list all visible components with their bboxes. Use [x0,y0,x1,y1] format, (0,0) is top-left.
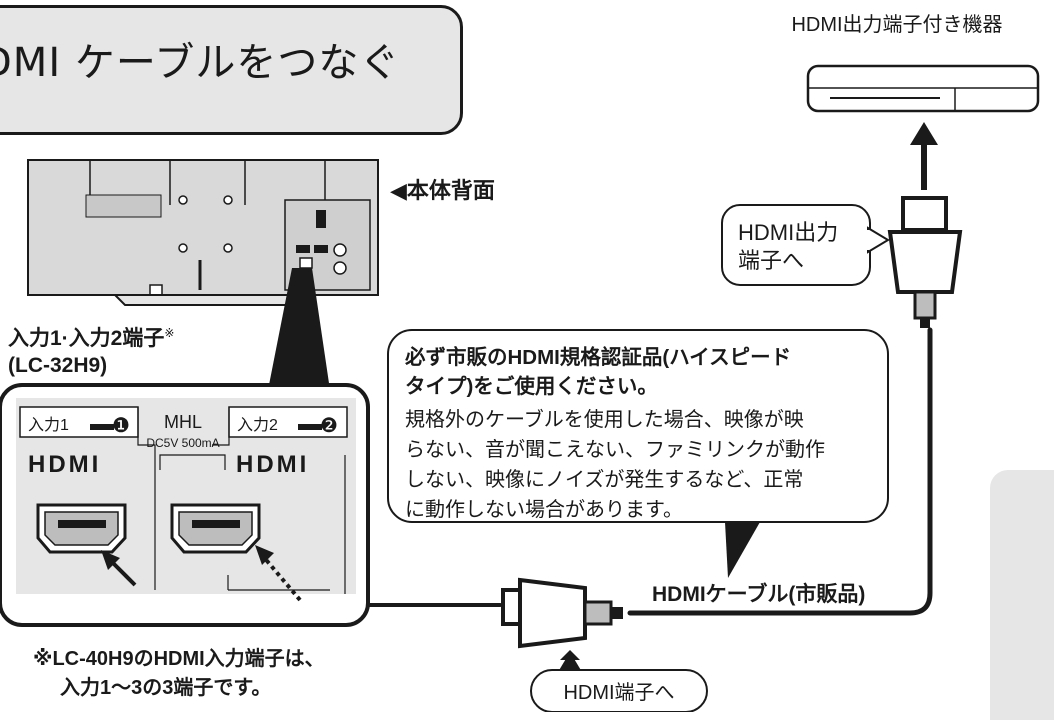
note-body-line3: しない、映像にノイズが発生するなど、正常 [405,468,803,491]
tv-back-label: ◀本体背面 [390,178,495,203]
hdmi-plug-top [887,196,963,328]
input-terminal-model: (LC-32H9) [8,354,107,377]
side-tab [990,470,1054,720]
hdmi-out-callout-line1: HDMI出力 [738,220,838,245]
hdmi-logo-2: HDMI [236,451,309,478]
mhl-spec: DC5V 500mA [146,436,219,450]
footnote-line2: 入力1～3の3端子です。 [60,676,271,699]
hdmi-port-1 [36,503,127,554]
input-terminal-label: 入力1·入力2端子※ [8,326,174,350]
arrow-to-port2-dotted [255,545,302,602]
note-body-line2: らない、音が聞こえない、ファミリンクが動作 [405,438,825,461]
cable-line-main [627,327,933,616]
tv-back-illustration [27,159,379,306]
hdmi-plug-bottom [501,577,623,649]
footnote-line1: ※LC-40H9のHDMI入力端子は、 [33,647,325,670]
hdmi-in-callout-text: HDMI端子へ [563,681,674,704]
section-title: DMI ケーブルをつなぐ [0,40,401,86]
mhl-label: MHL [164,412,202,432]
section-title-box: DMI ケーブルをつなぐ [0,5,463,135]
arrow-to-port1 [101,550,137,587]
note-body-line4: に動作しない場合があります。 [405,498,683,521]
arrow-to-device [910,122,938,190]
cable-label: HDMIケーブル(市販品) [652,582,865,606]
hdmi-in-callout [530,669,708,712]
input1-number-icon: ❶ [112,415,130,437]
hdmi-logo-1: HDMI [28,451,101,478]
zoom-wedge [268,268,330,390]
arrow-head-bottom-plug [558,652,582,672]
note-heading-line1: 必ず市販のHDMI規格認証品(ハイスピード [404,345,791,369]
note-body-line1: 規格外のケーブルを使用した場合、映像が映 [405,407,804,431]
hdmi-port-2 [170,503,261,554]
note-heading-line2: タイプ)をご使用ください。 [405,374,658,398]
hdmi-output-device [806,64,1040,113]
hdmi-out-callout-line2: 端子へ [738,248,804,273]
input2-label: 入力2 [237,416,278,434]
hdmi-out-callout [721,204,890,286]
note-callout-frame [387,329,889,578]
input1-label: 入力1 [28,416,69,434]
device-label: HDMI出力端子付き機器 [791,13,1002,36]
input2-number-icon: ❷ [320,415,338,437]
